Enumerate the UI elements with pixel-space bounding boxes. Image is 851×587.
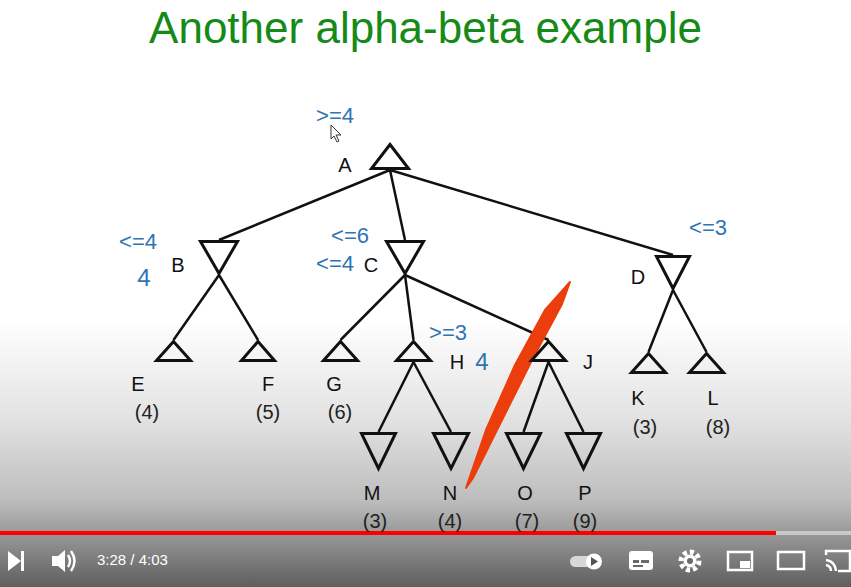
- node-letter: C: [364, 255, 378, 275]
- mouse-cursor: [331, 125, 341, 142]
- triangle-outline: [360, 432, 397, 470]
- tree-edge: [524, 362, 549, 432]
- leaf-value: (6): [328, 402, 352, 422]
- leaf-value: (3): [363, 511, 387, 531]
- node-letter: O: [517, 483, 533, 503]
- node-letter: H: [450, 352, 464, 372]
- next-icon: [8, 551, 24, 571]
- tree-edge: [219, 275, 258, 340]
- max-node: >=3H4: [395, 340, 432, 362]
- triangle-outline: [155, 340, 192, 362]
- settings-icon: [681, 552, 699, 570]
- triangle-outline: [505, 432, 542, 470]
- progress-remaining: [776, 531, 851, 535]
- tree-edge: [379, 362, 414, 432]
- min-node: P(9): [565, 432, 602, 470]
- bound-annotation: >=4: [316, 105, 354, 127]
- tree-edge: [390, 170, 673, 255]
- node-letter: K: [631, 388, 644, 408]
- max-node: L(8): [688, 352, 725, 374]
- node-letter: N: [443, 483, 457, 503]
- node-letter: P: [578, 483, 591, 503]
- bound-annotation: <=6: [331, 225, 369, 247]
- node-letter: A: [338, 155, 351, 175]
- tree-edge: [174, 275, 220, 340]
- node-letter: J: [583, 352, 593, 372]
- triangle-outline: [630, 352, 667, 374]
- leaf-value: (7): [515, 511, 539, 531]
- autoplay-toggle: [570, 554, 602, 570]
- tree-edge: [405, 275, 414, 340]
- prune-slash: [466, 282, 570, 488]
- max-node: >=4A: [370, 143, 410, 170]
- node-letter: L: [707, 388, 718, 408]
- node-letter: F: [262, 374, 274, 394]
- tree-edge: [341, 275, 406, 340]
- max-node: F(5): [240, 340, 276, 362]
- triangle-outline: [199, 240, 239, 275]
- triangle-outline: [530, 340, 567, 362]
- leaf-value: (4): [438, 511, 462, 531]
- tree-edge: [673, 290, 707, 352]
- tree-edge: [414, 362, 452, 432]
- tree-edge: [649, 290, 674, 352]
- triangle-outline: [565, 432, 602, 470]
- miniplayer-icon: [728, 552, 752, 570]
- slide-title: Another alpha-beta example: [0, 4, 851, 52]
- max-node: J: [530, 340, 567, 362]
- node-letter: G: [326, 374, 342, 394]
- triangle-outline: [395, 340, 432, 362]
- max-node: G(6): [322, 340, 359, 362]
- bound-annotation: <=4: [119, 231, 157, 253]
- min-node: <=3D: [655, 255, 691, 290]
- leaf-value: (3): [633, 417, 657, 437]
- theater-icon: [778, 552, 804, 569]
- captions-icon: [629, 551, 653, 570]
- node-letter: D: [631, 267, 645, 287]
- triangle-outline: [240, 340, 276, 362]
- min-node: <=6<=4C: [385, 240, 425, 275]
- leaf-value: (5): [256, 402, 280, 422]
- tree-edge: [405, 275, 549, 340]
- volume-icon: [52, 550, 75, 572]
- max-node: K(3): [630, 352, 667, 374]
- cast-icon: [826, 551, 850, 571]
- tree-edge: [390, 170, 405, 240]
- max-node: E(4): [155, 340, 192, 362]
- backed-up-value: 4: [475, 350, 488, 374]
- triangle-outline: [322, 340, 359, 362]
- node-letter: E: [131, 374, 144, 394]
- leaf-value: (8): [706, 417, 730, 437]
- node-letter: M: [364, 483, 381, 503]
- leaf-value: (4): [135, 402, 159, 422]
- triangle-outline: [688, 352, 725, 374]
- triangle-outline: [385, 240, 425, 275]
- leaf-value: (9): [573, 511, 597, 531]
- bound-annotation: <=3: [689, 217, 727, 239]
- min-node: O(7): [505, 432, 542, 470]
- triangle-outline: [655, 255, 691, 290]
- triangle-outline: [370, 143, 410, 170]
- backed-up-value: 4: [137, 266, 150, 290]
- tree-edge: [549, 362, 584, 432]
- node-letter: B: [171, 255, 184, 275]
- bound-annotation: <=4: [316, 253, 354, 275]
- min-node: <=44B: [199, 240, 239, 275]
- min-node: N(4): [432, 432, 470, 470]
- min-node: M(3): [360, 432, 397, 470]
- triangle-outline: [432, 432, 470, 470]
- progress-played: [0, 531, 776, 535]
- bound-annotation: >=3: [429, 322, 467, 344]
- time-display: 3:28 / 4:03: [97, 552, 168, 567]
